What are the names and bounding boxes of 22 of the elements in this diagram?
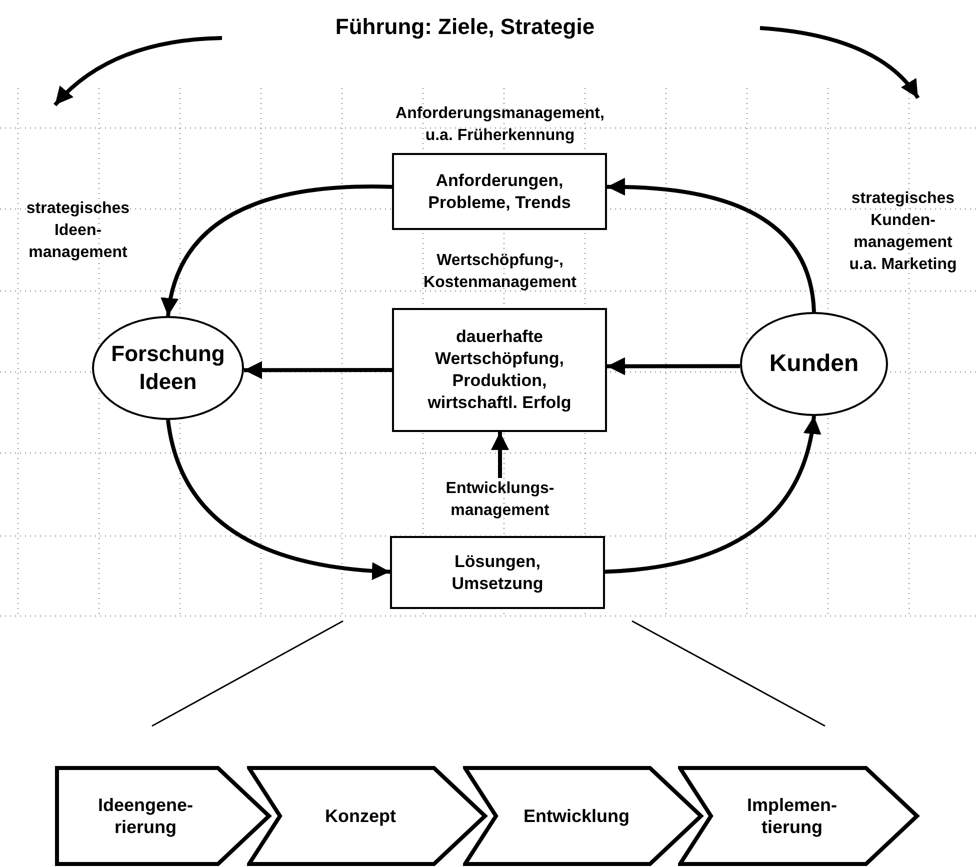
arrow <box>607 357 740 376</box>
side-label: strategisches Ideen- management <box>25 199 131 263</box>
arrow <box>244 361 392 380</box>
ellipse-text: Kunden <box>769 350 859 378</box>
chevron-label: Konzept <box>325 805 396 827</box>
arrow <box>162 184 392 316</box>
arrow <box>606 178 816 312</box>
box-text: Lösungen, Umsetzung <box>450 550 544 594</box>
ellipse-text: Forschung Ideen <box>110 340 226 396</box>
section-heading: Anforderungsmanagement, u.a. Früherkennung <box>394 104 606 146</box>
arrow <box>166 420 390 580</box>
title: Führung: Ziele, Strategie <box>334 13 596 41</box>
chevron-label: Ideengene- rierung <box>96 794 194 838</box>
side-label: strategisches Kunden- management u.a. Marketing <box>848 189 958 275</box>
box-text: Anforderungen, Probleme, Trends <box>427 170 572 214</box>
arrow <box>491 432 509 478</box>
chevron-label: Entwicklung <box>523 805 630 827</box>
section-heading: Wertschöpfung-, Kostenmanagement <box>422 251 578 293</box>
section-heading: Entwicklungs- management <box>444 479 556 521</box>
box-text: dauerhafte Wertschöpfung, Produktion, wirtschaftl. Erfolg <box>426 326 572 414</box>
chevron-label: Implemen- tierung <box>746 794 838 838</box>
arrow <box>604 416 820 574</box>
